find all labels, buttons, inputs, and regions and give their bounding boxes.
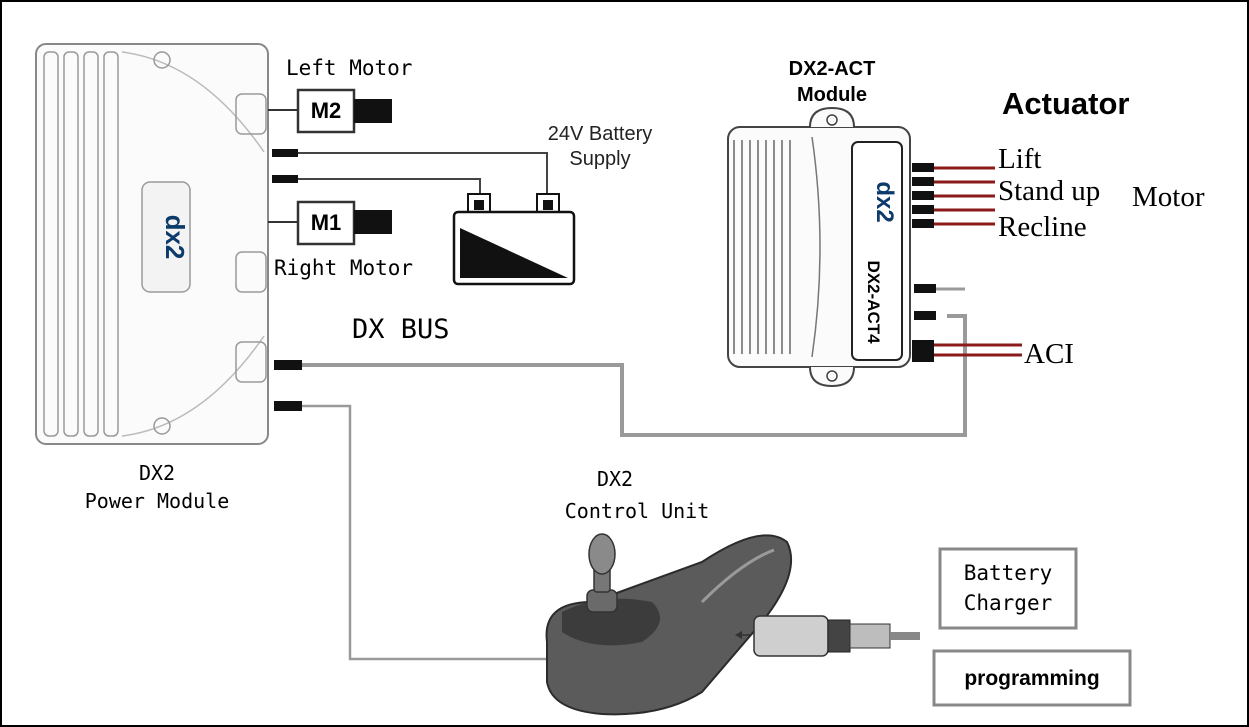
motor-m2: M2 [268, 88, 392, 134]
battery-charger-line1: Battery [964, 561, 1053, 585]
actuator-motor-label: Motor [1132, 181, 1205, 213]
right-motor-label: Right Motor [274, 256, 413, 280]
battery-label-line1: 24V Battery [548, 123, 653, 145]
battery-charger-box [938, 547, 1078, 630]
actuator-connectors [912, 163, 995, 228]
battery-charger-line2: Charger [964, 591, 1053, 615]
act-module: dx2 DX2-ACT4 [727, 106, 911, 388]
actuator-recline-label: Recline [998, 211, 1087, 243]
act-module-label-line1: DX2-ACT [789, 58, 876, 80]
left-motor-label: Left Motor [286, 56, 412, 80]
dx-bus-cable [274, 314, 967, 437]
dx-bus-label: DX BUS [352, 314, 450, 345]
power-module: dx2 [35, 43, 269, 445]
motor-m1-text: M1 [311, 210, 342, 235]
control-unit-label-line1: DX2 [597, 467, 633, 491]
battery-label-line2: Supply [569, 148, 630, 170]
power-module-joystick-connector [274, 401, 302, 411]
actuator-stand-up-label: Stand up [998, 175, 1100, 207]
aci-label: ACI [1024, 338, 1074, 370]
control-unit-label-line2: Control Unit [565, 499, 710, 523]
joystick-knob [588, 533, 616, 575]
programming-box [932, 649, 1132, 707]
act-bus-connectors [914, 284, 965, 320]
programming-label: programming [964, 667, 1099, 690]
control-unit-cable [274, 401, 562, 661]
aci-connector [912, 340, 1022, 362]
actuator-title: Actuator [1002, 86, 1129, 121]
motor-m1: M1 [268, 200, 392, 246]
power-module-label-line2: Power Module [85, 489, 230, 513]
act-module-side-text: DX2-ACT4 [864, 260, 883, 344]
battery-wires [272, 149, 548, 197]
motor-m2-text: M2 [311, 98, 342, 123]
act-module-logo: dx2 [871, 181, 898, 222]
battery [452, 193, 576, 286]
power-module-logo-window [141, 181, 191, 293]
charger-plug [735, 615, 920, 657]
control-unit [545, 533, 793, 716]
power-module-label-line1: DX2 [139, 461, 175, 485]
act-module-label-panel [851, 141, 903, 361]
actuator-lift-label: Lift [998, 143, 1042, 175]
power-module-bus-connector [274, 360, 302, 370]
power-module-logo: dx2 [160, 215, 190, 260]
act-module-label-line2: Module [797, 84, 867, 106]
